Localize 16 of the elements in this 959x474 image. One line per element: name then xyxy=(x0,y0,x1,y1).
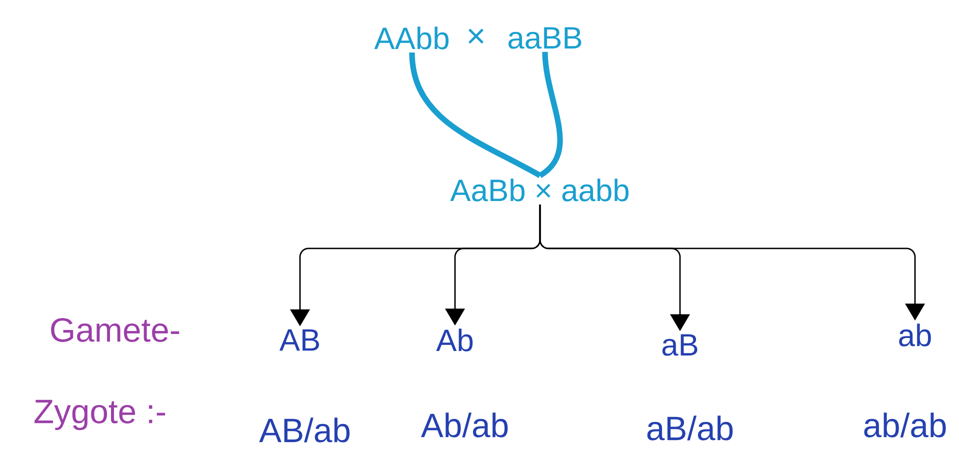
zygote-text: AB/ab xyxy=(259,418,350,442)
zygote-text: ab/ab xyxy=(864,412,946,438)
genotype-text: aaBB xyxy=(508,27,582,49)
zygote-text: aB/ab xyxy=(647,416,733,440)
row-label: Gamete- xyxy=(51,318,180,342)
gamete-text: AB xyxy=(279,329,319,351)
zygote-text: Ab/ab xyxy=(420,412,508,438)
genotype-text: AaBb × aabb xyxy=(450,178,628,202)
cross-line xyxy=(409,52,542,178)
genotype-text: AAbb xyxy=(374,26,449,50)
row-label: Zygote :- xyxy=(34,400,166,430)
gamete-text: Ab xyxy=(436,328,473,352)
cross-sign: × xyxy=(468,28,484,44)
gamete-text: aB xyxy=(662,334,698,356)
cross-line xyxy=(538,52,563,178)
gamete-text: ab xyxy=(899,324,931,346)
